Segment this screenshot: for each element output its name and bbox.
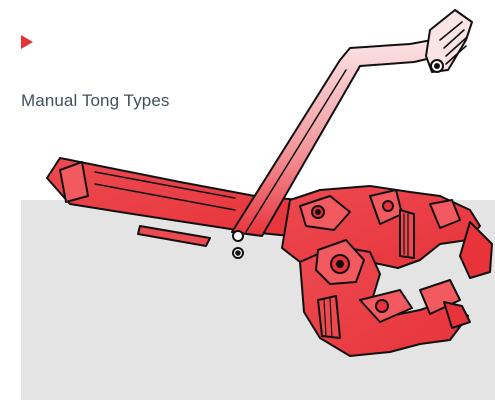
section-title: Manual Tong Types	[21, 91, 170, 110]
play-arrow-icon[interactable]	[21, 35, 33, 49]
